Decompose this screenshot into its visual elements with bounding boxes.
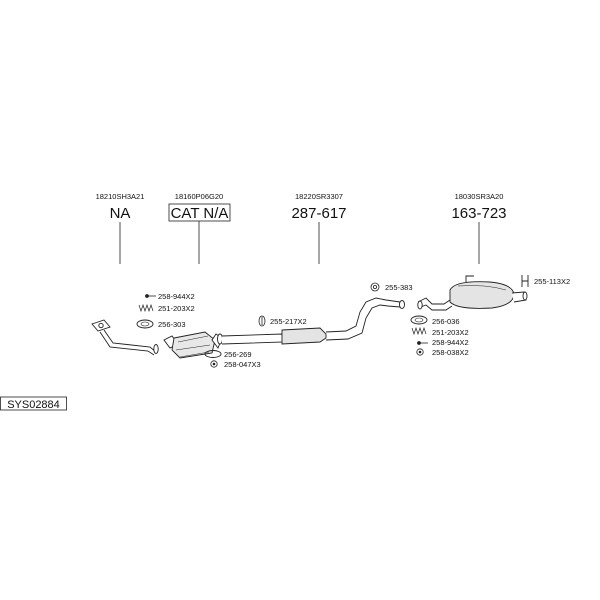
gasket-icon [136, 319, 154, 329]
diagram-id-box [0, 396, 67, 411]
part-number-2[interactable]: CAT N/A [171, 205, 229, 222]
fitting-label-8[interactable]: 256-036 [432, 317, 460, 326]
part-number-3[interactable]: 287-617 [291, 205, 346, 222]
bolt-icon [145, 294, 156, 298]
oem-number-1: 18210SH3A21 [96, 192, 145, 201]
nut-icon [210, 360, 218, 368]
fitting-label-2[interactable]: 251-203X2 [158, 304, 195, 313]
fitting-label-11[interactable]: 258-038X2 [432, 348, 469, 357]
oem-number-4: 18030SR3A20 [455, 192, 504, 201]
gasket-icon-2 [204, 350, 222, 358]
oem-number-2: 18160P06G20 [175, 192, 223, 201]
fitting-label-10[interactable]: 258-944X2 [432, 338, 469, 347]
cat-na-box [168, 203, 231, 222]
spring-icon [138, 303, 154, 313]
spring-icon-2 [411, 326, 427, 336]
diagram-id: SYS02884 [7, 399, 60, 411]
catalytic-converter-drawing[interactable] [163, 331, 223, 359]
bolt-icon-2 [417, 341, 428, 345]
rear-muffler-drawing[interactable] [417, 275, 528, 311]
fitting-label-9[interactable]: 251-203X2 [432, 328, 469, 337]
fitting-label-5[interactable]: 258-047X3 [224, 360, 261, 369]
center-pipe-drawing[interactable] [217, 297, 405, 345]
oem-number-3: 18220SR3307 [295, 192, 343, 201]
fitting-label-7[interactable]: 255-383 [385, 283, 413, 292]
front-pipe-drawing[interactable] [91, 319, 159, 356]
fitting-label-4[interactable]: 256-269 [224, 350, 252, 359]
gasket-icon-3 [410, 315, 428, 325]
bracket-icon [521, 275, 529, 287]
rubber-hanger-icon [370, 282, 380, 292]
fitting-label-1[interactable]: 258-944X2 [158, 292, 195, 301]
fitting-label-3[interactable]: 256-303 [158, 320, 186, 329]
part-number-4[interactable]: 163-723 [451, 205, 506, 222]
fitting-label-12[interactable]: 255-113X2 [534, 277, 570, 286]
nut-icon-2 [416, 348, 424, 356]
hanger-icon [258, 315, 266, 327]
part-number-1[interactable]: NA [110, 205, 131, 222]
fitting-label-6[interactable]: 255-217X2 [270, 317, 307, 326]
